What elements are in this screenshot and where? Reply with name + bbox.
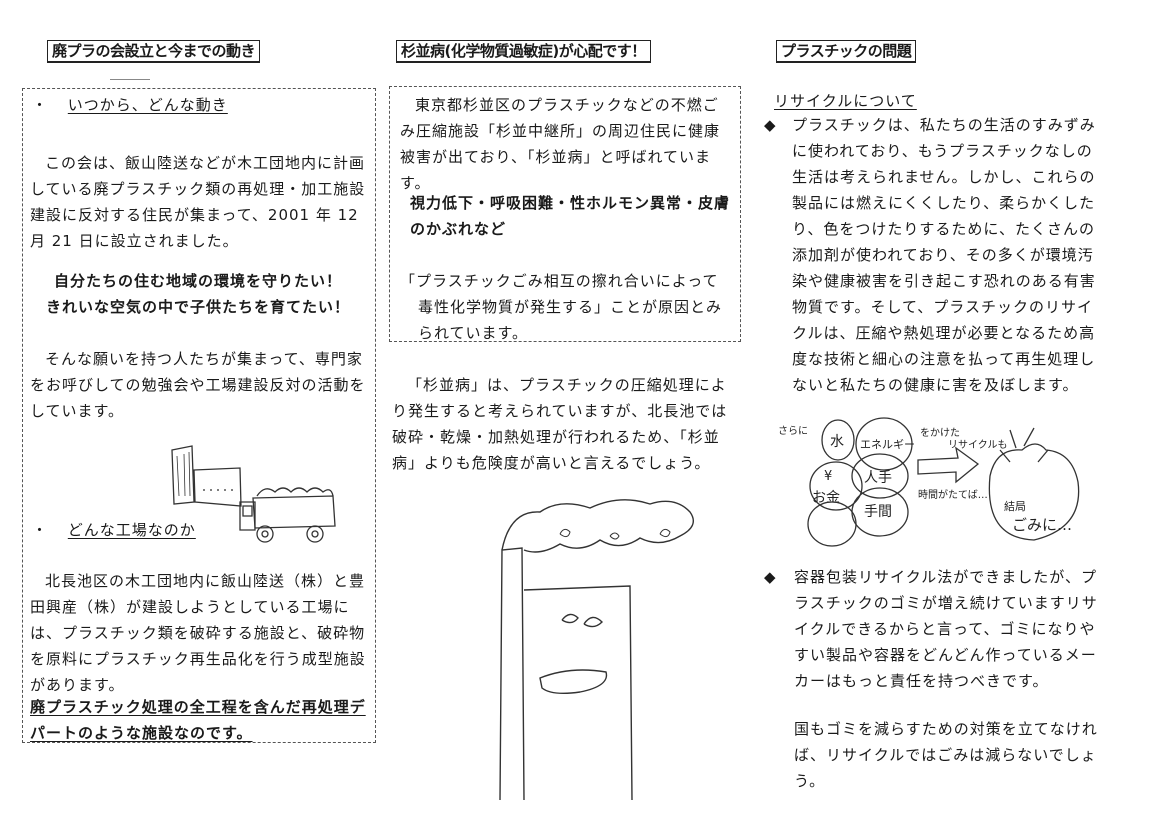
para-container-recycling-law: 容器包装リサイクル法ができましたが、プラスチックのゴミが増え続けていますリサイク… (794, 568, 1098, 690)
section2-header: ・ どんな工場なのか (32, 517, 362, 543)
para-kitanagaike-risk: 「杉並病」は、プラスチックの圧縮処理により発生すると考えられていますが、北長池で… (392, 376, 728, 472)
cause-line-2: 毒性化学物質が発生する」ことが原因とみられています。 (418, 298, 723, 342)
bold-conclusion: 廃プラスチック処理の全工程を含んだ再処理デパートのような施設なのです。 (30, 698, 366, 742)
slogan-1: 自分たちの住む地域の環境を守りたい！ (53, 272, 342, 290)
illus-recycle: リサイクルも (948, 439, 1008, 451)
diamond-bullet-icon: ◆ (764, 568, 777, 586)
column1-box (22, 88, 376, 743)
diamond-bullet-icon: ◆ (764, 116, 777, 134)
smokestack-illustration (499, 499, 694, 800)
bullet: ・ (32, 521, 49, 539)
illus-hitode: 人手 (864, 470, 892, 486)
suginami-box (389, 86, 741, 342)
illus-gomini: ごみに… (1012, 516, 1072, 534)
section1-header: ・ いつから、どんな動き (32, 92, 362, 118)
illus-wokaketa: をかけた (920, 427, 960, 439)
recycling-cost-illustration: さらに 水 エネルギー ¥ 人手 お金 手間 をかけた リサイクルも 時間がたて… (778, 417, 1080, 547)
illus-tema: 手間 (864, 504, 892, 520)
section1-title: いつから、どんな動き (67, 96, 228, 114)
column1-heading: 廃プラの会設立と今までの動き (47, 40, 261, 63)
illus-kekkyoku: 結局 (1004, 499, 1026, 513)
para-founding: この会は、飯山陸送などが木工団地内に計画している廃プラスチック類の再処理・加工施… (30, 154, 366, 250)
para-factory: 北長池区の木工団地内に飯山陸送（株）と豊田興産（株）が建設しようとしている工場に… (30, 572, 366, 694)
column2-heading: 杉並病(化学物質過敏症)が心配です！ (396, 40, 651, 63)
para-suginami-disease: 東京都杉並区のプラスチックなどの不燃ごみ圧縮施設「杉並中継所」の周辺住民に健康被… (400, 96, 721, 192)
illus-mizu: 水 (830, 434, 844, 450)
recycling-subheading: リサイクルについて (774, 92, 917, 110)
illus-yen: ¥ (824, 469, 832, 484)
column3-heading: プラスチックの問題 (776, 40, 917, 63)
para-plastic-problem: プラスチックは、私たちの生活のすみずみに使われており、もうプラスチックなしの生活… (792, 116, 1096, 394)
cause-line-1: 「プラスチックごみ相互の擦れ合いによって (400, 272, 719, 290)
illus-jikan: 時間がたてば… (918, 488, 988, 501)
slogan-2: きれいな空気の中で子供たちを育てたい！ (45, 298, 350, 316)
bullet: ・ (32, 96, 49, 114)
para-activities: そんな願いを持つ人たちが集まって、専門家をお呼びしての勉強会や工場建設反対の活動… (30, 350, 366, 420)
para-government: 国もゴミを減らすための対策を立てなければ、リサイクルではごみは減らないでしょう。 (794, 720, 1098, 790)
illus-energy: エネルギー (860, 438, 915, 451)
illus-sarani: さらに (778, 425, 808, 437)
section2-title: どんな工場なのか (67, 521, 196, 539)
illus-okane: お金 (812, 490, 840, 506)
factory-truck-illustration (171, 445, 336, 543)
divider (110, 79, 150, 80)
symptoms-list: 視力低下・呼吸困難・性ホルモン異常・皮膚のかぶれなど (410, 194, 731, 238)
